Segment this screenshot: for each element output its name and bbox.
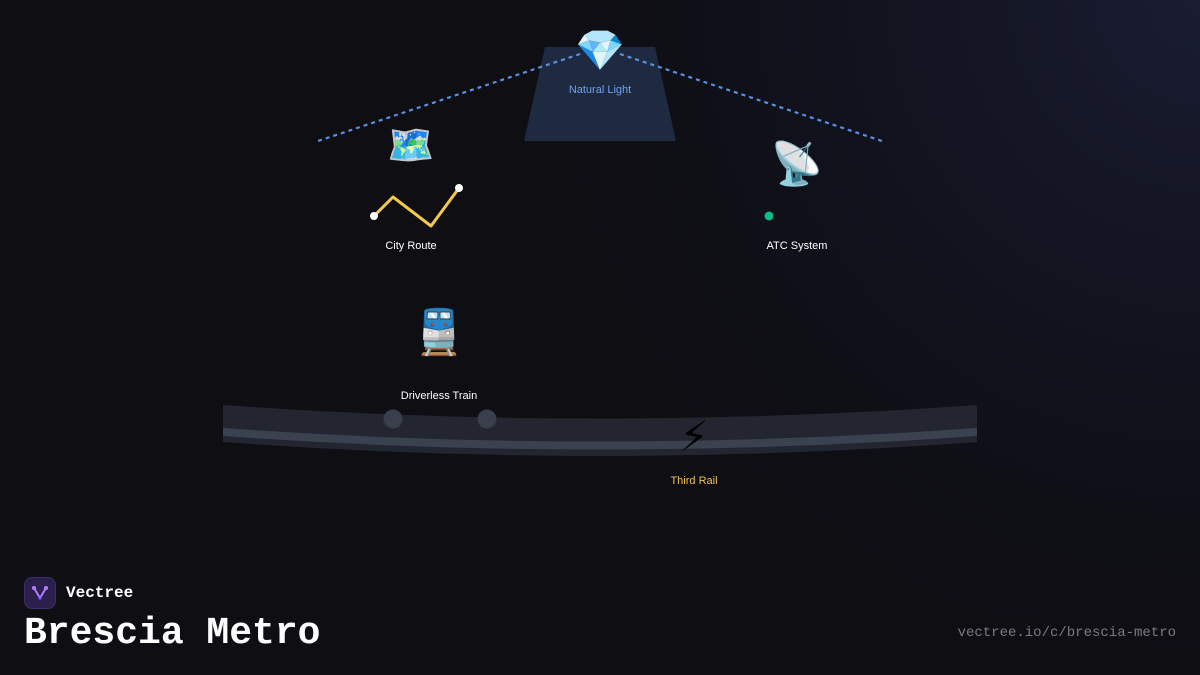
atc-status-dot bbox=[764, 211, 774, 221]
satellite-dish-icon: 📡 bbox=[770, 139, 824, 188]
brand-name: Vectree bbox=[66, 584, 134, 602]
light-ray-left bbox=[317, 52, 581, 143]
page-url[interactable]: vectree.io/c/brescia-metro bbox=[957, 625, 1176, 641]
route-line bbox=[372, 186, 461, 228]
train-icon: 🚆 bbox=[411, 307, 467, 358]
driverless-train-label: Driverless Train bbox=[400, 390, 478, 402]
lightning-icon: ⚡ bbox=[679, 412, 709, 461]
light-ray-right bbox=[619, 52, 883, 143]
page-title: Brescia Metro bbox=[24, 612, 321, 655]
train-wheel-left bbox=[383, 409, 403, 429]
train-wheel-right bbox=[477, 409, 497, 429]
map-icon: 🗺️ bbox=[387, 123, 435, 167]
gem-icon: 💎 bbox=[575, 28, 625, 74]
atc-system-label: ATC System bbox=[766, 240, 828, 252]
vectree-logo-mark bbox=[32, 586, 48, 600]
natural-light-label: Natural Light bbox=[568, 84, 632, 96]
rail bbox=[223, 428, 977, 450]
vectree-logo-icon bbox=[24, 577, 56, 609]
skylight-shape bbox=[524, 47, 676, 141]
third-rail-label: Third Rail bbox=[670, 475, 718, 487]
city-route-label: City Route bbox=[385, 240, 437, 252]
route-end-point bbox=[455, 184, 463, 192]
route-start-point bbox=[370, 212, 378, 220]
